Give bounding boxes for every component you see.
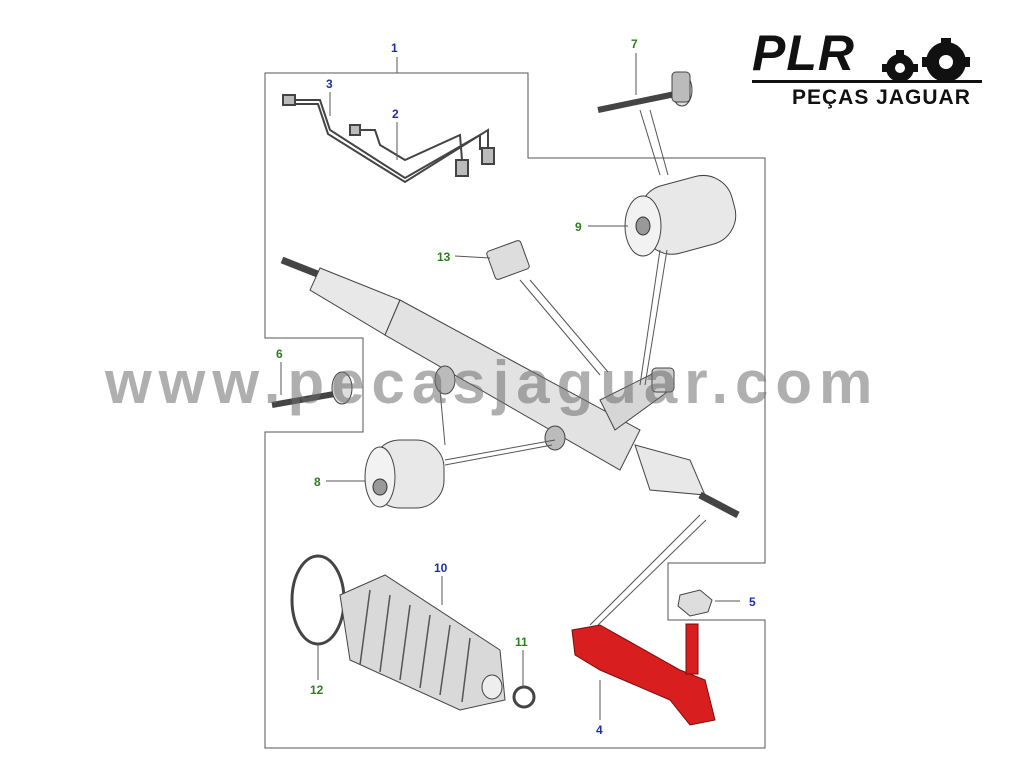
bolt-7 — [597, 71, 693, 113]
callout-12: 12 — [310, 683, 324, 697]
callout-11: 11 — [515, 635, 528, 649]
assembly-outline — [264, 72, 766, 749]
logo-subtitle: PEÇAS JAGUAR — [792, 86, 971, 109]
clip-13 — [486, 240, 530, 280]
clamp-12 — [290, 554, 346, 646]
callouts: 1 2 3 4 5 6 7 8 9 10 11 12 13 — [276, 37, 756, 737]
steering-rack — [280, 256, 740, 519]
callout-6: 6 — [276, 347, 283, 361]
pipe-lines — [282, 94, 495, 184]
callout-8: 8 — [314, 475, 321, 489]
tie-rod-end-4 — [571, 623, 716, 726]
bushing-8 — [364, 439, 445, 509]
callout-5: 5 — [749, 595, 756, 609]
callout-4: 4 — [596, 723, 603, 737]
callout-9: 9 — [575, 220, 582, 234]
clip-11 — [512, 685, 536, 709]
brand-logo: PLR PEÇAS JAGUAR — [752, 25, 984, 112]
callout-10: 10 — [434, 561, 448, 575]
gaiter-10 — [339, 574, 506, 711]
callout-2: 2 — [392, 107, 399, 121]
leader-lines — [280, 53, 740, 720]
callout-3: 3 — [326, 77, 333, 91]
callout-13: 13 — [437, 250, 451, 264]
logo-divider — [752, 80, 982, 83]
gears-icon — [882, 38, 970, 82]
bolt-6 — [271, 371, 353, 408]
bushing-9 — [624, 175, 737, 257]
watermark: www.pecasjaguar.com — [105, 349, 880, 416]
callout-1: 1 — [391, 41, 398, 55]
nut-5 — [677, 589, 713, 617]
logo-brand: PLR — [752, 25, 855, 81]
callout-7: 7 — [631, 37, 638, 51]
